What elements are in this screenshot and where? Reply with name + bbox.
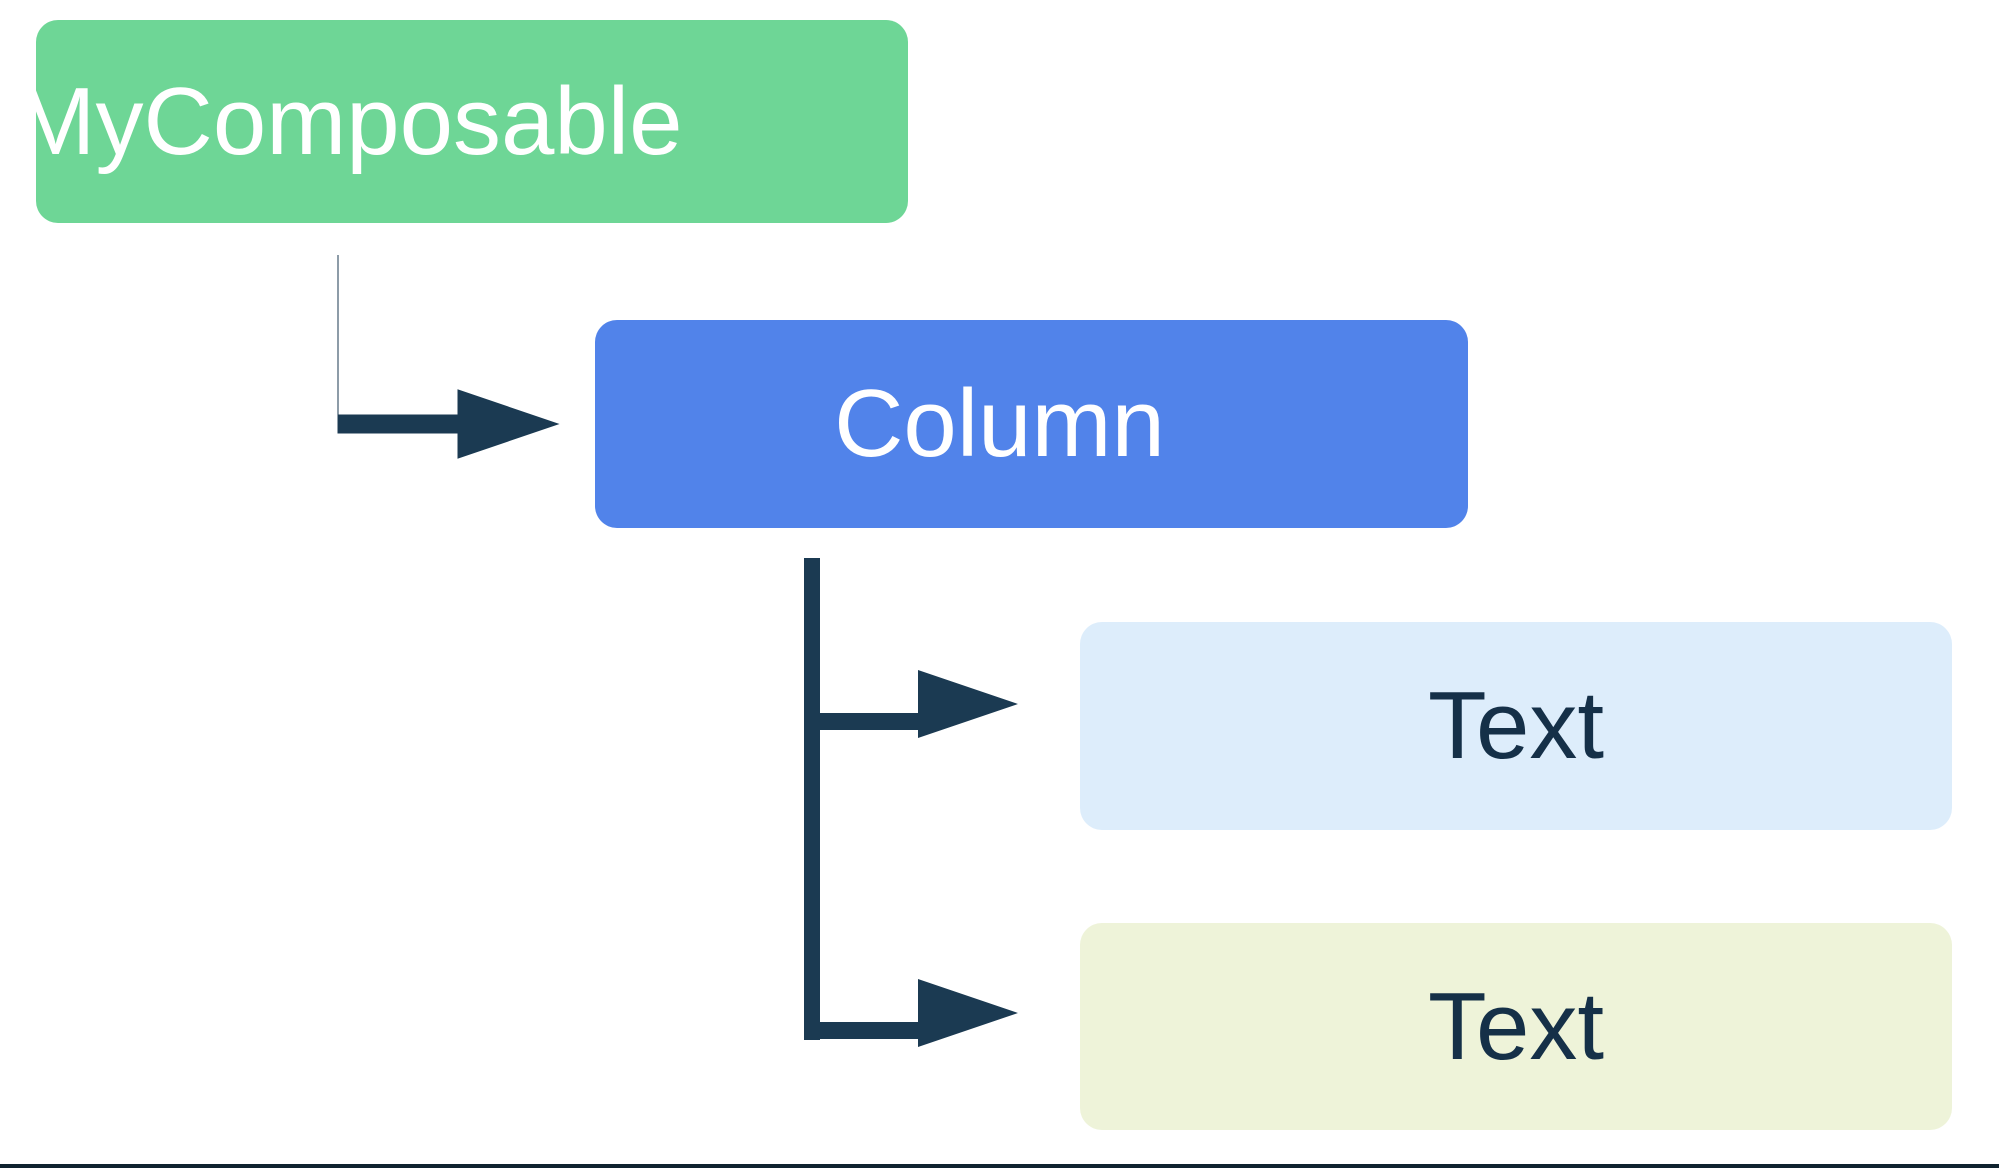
node-text-secondary-label: Text: [1427, 972, 1605, 1080]
node-text-primary[interactable]: Text: [1080, 622, 1952, 830]
node-text-secondary[interactable]: Text: [1080, 923, 1952, 1130]
arrow-to-text-2: [804, 979, 1018, 1047]
node-mycomposable-label: MyComposable: [15, 67, 683, 175]
edge-trunk: [804, 558, 820, 1040]
node-column[interactable]: Column: [595, 320, 1468, 528]
edge-mycomposable-to-column: [337, 255, 560, 459]
node-column-label: Column: [834, 370, 1165, 477]
arrow-to-text-1: [804, 670, 1018, 738]
bottom-divider: [0, 1164, 1999, 1168]
node-text-primary-label: Text: [1427, 672, 1605, 779]
node-mycomposable[interactable]: MyComposable: [16, 20, 908, 223]
edge-column-to-text-nodes: [804, 558, 1018, 1047]
arrow-shape: [337, 255, 560, 459]
